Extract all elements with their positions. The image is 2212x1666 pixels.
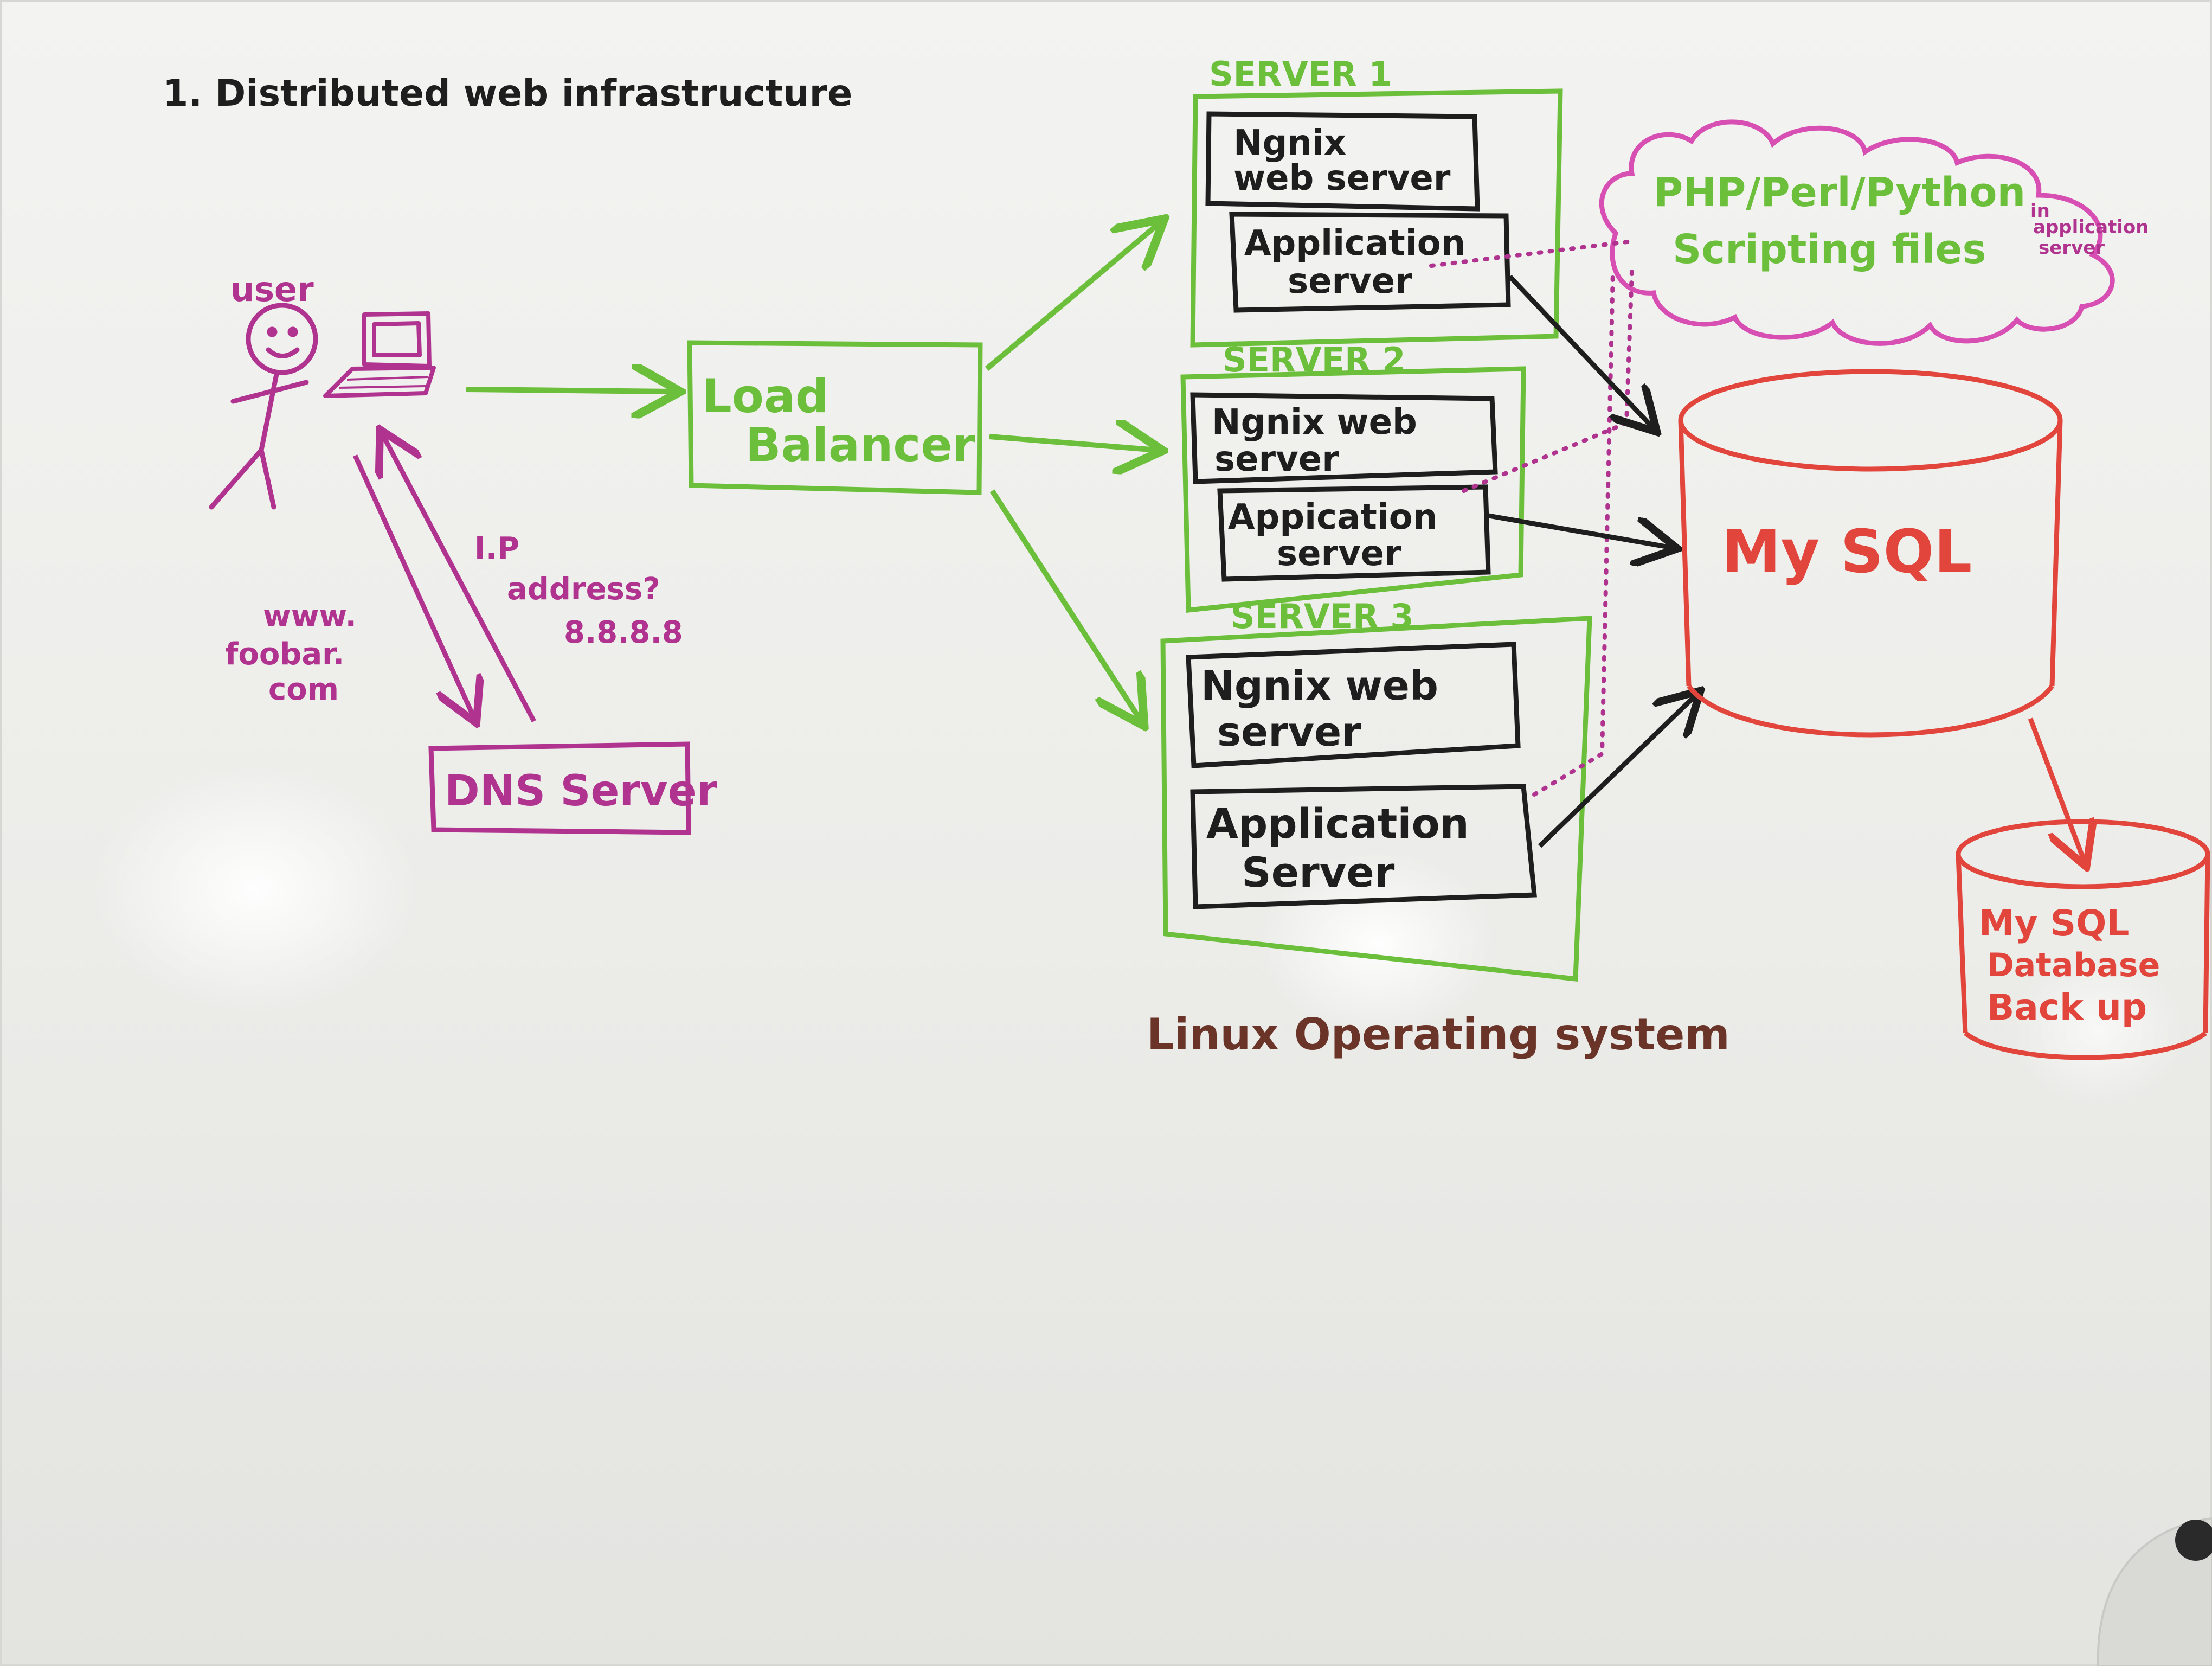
server-title: SERVER 2 [1223, 340, 1406, 380]
app-server-box [1229, 212, 1511, 313]
load-balancer-label: Balancer [745, 418, 976, 472]
os-label: Linux Operating system [1147, 1009, 1730, 1060]
domain-line: www. [263, 599, 357, 634]
web-server-box [1190, 392, 1498, 484]
lb-to-server1-arrow [985, 222, 1160, 371]
server1-to-mysql-arrow [1508, 274, 1654, 428]
web-server-label: web server [1233, 158, 1451, 198]
app-server-label: Server [1242, 848, 1395, 896]
web-server-box [1186, 642, 1521, 768]
web-server-label: Ngnix web [1212, 402, 1417, 443]
backup-label: Database [1987, 946, 2160, 984]
mysql-label: My SQL [1721, 517, 1972, 586]
mysql-database-icon [1678, 369, 2063, 738]
dns-query-arrow [352, 454, 474, 719]
scripting-label: Scripting files [1673, 226, 1986, 273]
server-frame [1180, 366, 1526, 613]
scripting-note: server [2039, 237, 2105, 259]
scripting-note: in [2030, 200, 2050, 222]
web-server-label: Ngnix [1233, 123, 1346, 163]
page-title: 1. Distributed web infrastructure [163, 72, 852, 115]
script-links [1429, 239, 1634, 797]
dns-response-arrow [382, 434, 536, 723]
server-3: SERVER 3 Ngnix web server Application Se… [1160, 597, 1592, 982]
server3-to-mysql-arrow [1538, 694, 1697, 848]
app-server-label: Application [1206, 799, 1469, 848]
app-server-label: server [1288, 261, 1412, 302]
dns-server-box [428, 741, 691, 835]
user-to-lb-arrow [466, 389, 675, 392]
corner-object-dark [2175, 1520, 2212, 1561]
backup-label: Back up [1987, 986, 2147, 1028]
load-balancer-box [687, 340, 983, 495]
backup-database-icon [1956, 819, 2210, 1060]
domain-line: foobar. [225, 637, 344, 672]
scripting-note: application [2033, 216, 2149, 238]
light-glare [2011, 954, 2185, 1106]
mysql-to-backup-arrow [2028, 717, 2085, 862]
lb-to-server2-arrow [989, 437, 1158, 450]
app-server-label: Appication [1228, 497, 1437, 537]
server-frame [1160, 616, 1592, 982]
app-server-box [1217, 484, 1491, 582]
ip-line: 8.8.8.8 [564, 615, 683, 650]
dns-server-label: DNS Server [445, 767, 718, 816]
web-server-box [1205, 111, 1480, 212]
app-server-label: server [1277, 534, 1401, 574]
scripting-label: PHP/Perl/Python [1654, 169, 2025, 216]
load-balancer-label: Load [702, 369, 828, 424]
light-glare [92, 765, 417, 1014]
web-server-label: Ngnix web [1201, 663, 1438, 709]
user-label: user [230, 270, 314, 309]
ip-line: I.P [474, 531, 519, 566]
server-2: SERVER 2 Ngnix web server Appication ser… [1180, 340, 1526, 613]
app-server-label: Application [1244, 223, 1465, 264]
scripting-cloud [1599, 119, 2115, 346]
domain-line: com [268, 672, 339, 707]
server-frame [1190, 88, 1563, 348]
backup-label: My SQL [1979, 902, 2129, 944]
user-figure [209, 303, 318, 510]
server-1: SERVER 1 Ngnix web server Application se… [1190, 54, 1563, 348]
server-title: SERVER 3 [1231, 597, 1414, 636]
web-server-label: server [1217, 709, 1361, 755]
server2-to-mysql-arrow [1485, 512, 1673, 548]
ip-line: address? [507, 572, 660, 607]
web-server-label: server [1214, 439, 1339, 479]
laptop-icon [323, 311, 436, 398]
app-server-box [1190, 784, 1537, 909]
lb-to-server3-arrow [989, 489, 1141, 721]
server-title: SERVER 1 [1209, 54, 1392, 94]
